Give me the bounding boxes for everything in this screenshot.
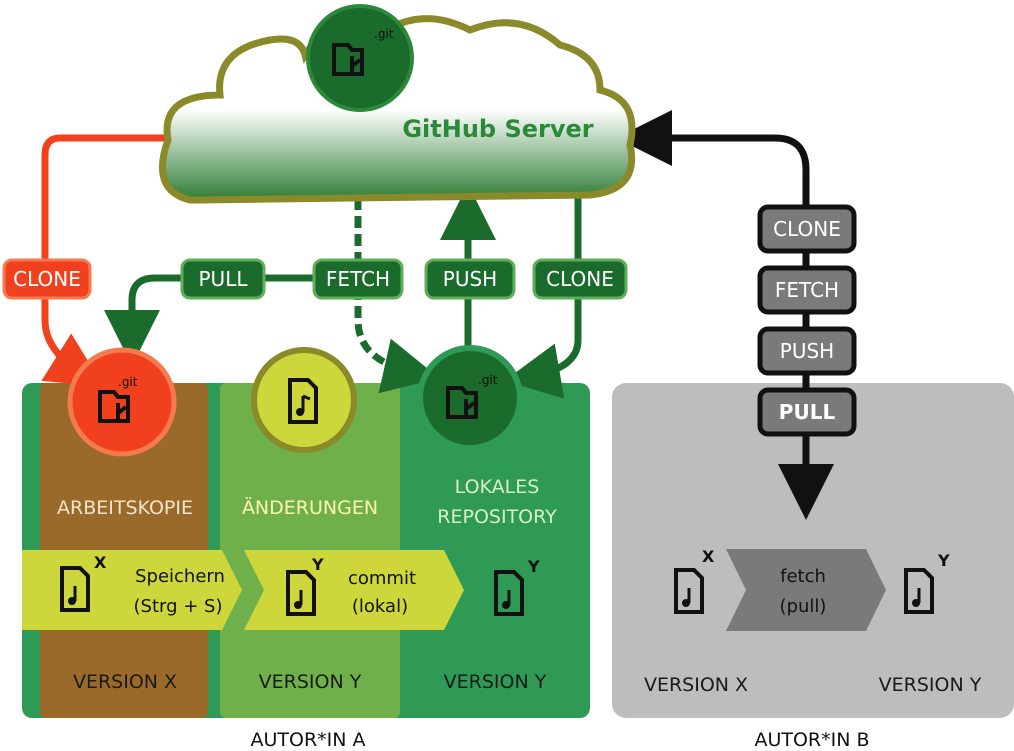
fetch-arrow — [354, 198, 440, 394]
svg-text:.git: .git — [478, 373, 498, 387]
aenderungen-title: ÄNDERUNGEN — [242, 496, 378, 519]
svg-text:CLONE: CLONE — [773, 217, 841, 241]
svg-text:FETCH: FETCH — [775, 278, 839, 302]
clone-red-arrow — [41, 134, 168, 387]
author-b-sync-arrow — [648, 134, 834, 520]
svg-text:PULL: PULL — [199, 267, 249, 291]
fetch-button[interactable]: FETCH — [312, 258, 404, 300]
clone-red-button[interactable]: CLONE — [2, 258, 92, 300]
svg-text:PULL: PULL — [779, 400, 836, 424]
arbeitskopie-version: VERSION X — [73, 671, 177, 693]
server-repo-icon: .git — [306, 4, 414, 112]
arbeitskopie-repo-icon: .git — [67, 347, 177, 457]
author-b-fetch-step: fetch (pull) — [726, 549, 886, 631]
clone-green-arrow — [504, 195, 582, 399]
svg-text:Y: Y — [311, 555, 324, 574]
clone-green-button[interactable]: CLONE — [532, 258, 628, 300]
push-button[interactable]: PUSH — [424, 258, 516, 300]
svg-text:CLONE: CLONE — [13, 267, 81, 291]
lokales-repo-title-line2: REPOSITORY — [437, 506, 557, 528]
svg-text:X: X — [702, 547, 715, 566]
svg-text:.git: .git — [118, 375, 138, 389]
github-server-title: GitHub Server — [402, 115, 593, 143]
svg-text:commit: commit — [348, 568, 416, 589]
author-b-version-y: VERSION Y — [879, 674, 982, 696]
arbeitskopie-title: ARBEITSKOPIE — [57, 497, 193, 519]
svg-text:PUSH: PUSH — [780, 339, 834, 363]
svg-text:.git: .git — [374, 27, 394, 41]
svg-text:X: X — [94, 553, 107, 572]
svg-text:(Strg + S): (Strg + S) — [134, 596, 223, 617]
svg-text:Y: Y — [937, 551, 950, 570]
pull-arrow — [104, 274, 360, 366]
author-b-file-x: X — [674, 547, 715, 614]
lokales-repo-icon: .git — [417, 345, 523, 451]
step-local-repo-file: Y — [494, 557, 540, 616]
author-b-version-x: VERSION X — [644, 674, 748, 696]
svg-text:fetch: fetch — [780, 566, 826, 587]
svg-text:FETCH: FETCH — [326, 267, 390, 291]
svg-text:CLONE: CLONE — [546, 267, 614, 291]
pull-button[interactable]: PULL — [180, 258, 266, 300]
svg-text:(pull): (pull) — [780, 596, 827, 617]
author-b-push-button[interactable]: PUSH — [757, 326, 857, 376]
author-b-pull-button[interactable]: PULL — [757, 387, 857, 437]
svg-text:Speichern: Speichern — [135, 566, 225, 587]
author-b-fetch-button[interactable]: FETCH — [757, 265, 857, 315]
lokales-repo-version: VERSION Y — [444, 671, 547, 693]
author-b-label: AUTOR*IN B — [754, 729, 869, 751]
lokales-repo-title-line1: LOKALES — [455, 476, 540, 498]
aenderungen-file-icon — [251, 347, 357, 453]
author-b-clone-button[interactable]: CLONE — [757, 204, 857, 254]
author-b-file-y: Y — [904, 551, 950, 614]
step-commit: Y commit (lokal) — [244, 550, 464, 630]
svg-text:PUSH: PUSH — [443, 267, 497, 291]
author-a-label: AUTOR*IN A — [250, 729, 365, 751]
step-speichern: X Speichern (Strg + S) — [22, 550, 242, 630]
svg-text:(lokal): (lokal) — [352, 596, 408, 617]
aenderungen-version: VERSION Y — [259, 671, 362, 693]
svg-text:Y: Y — [527, 557, 540, 576]
